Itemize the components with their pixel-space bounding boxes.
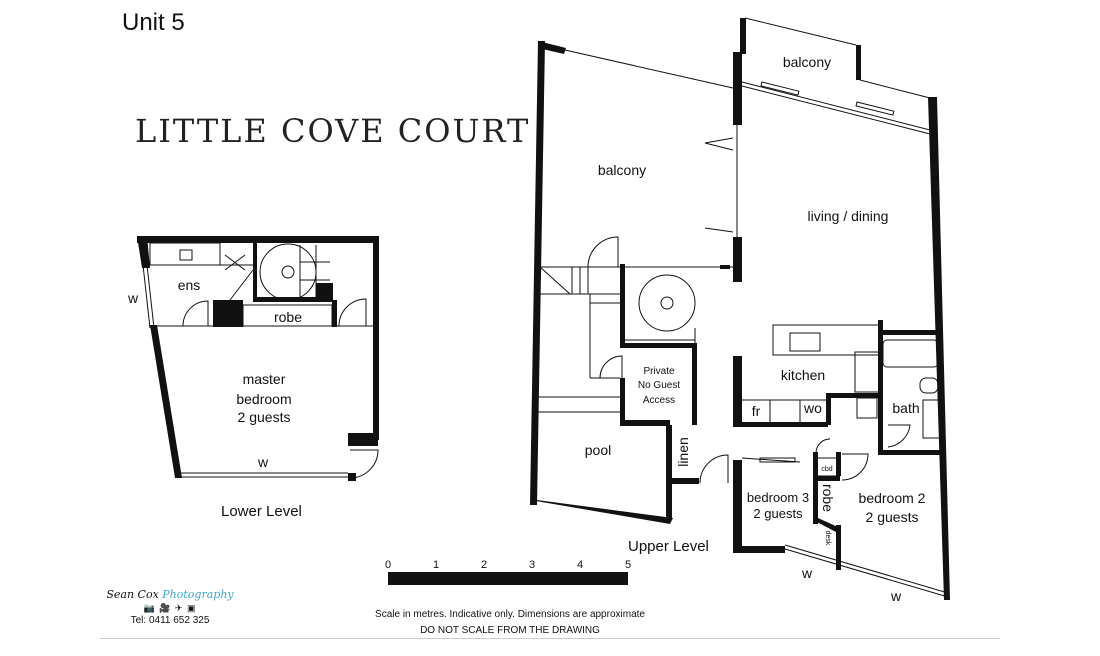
upper-level-label: Upper Level [628, 538, 709, 555]
room-master-2: bedroom [236, 391, 291, 407]
room-robe-lower: robe [274, 309, 302, 325]
room-desk: desk [824, 531, 831, 546]
phone-number: Tel: 0411 652 325 [130, 615, 210, 626]
room-bath: bath [892, 400, 919, 416]
room-balcony-top: balcony [783, 54, 831, 70]
lower-level-label: Lower Level [221, 503, 302, 520]
private-line-3: Access [643, 395, 675, 406]
room-pool: pool [585, 442, 611, 458]
room-bedroom2-1: bedroom 2 [859, 490, 926, 506]
room-robe-upper: robe [820, 484, 836, 512]
room-wall-oven: wo [803, 400, 822, 416]
scale-tick: 4 [577, 559, 583, 571]
room-cbd-upper: cbd [821, 466, 832, 473]
room-master-3: 2 guests [238, 409, 291, 425]
unit-title: Unit 5 [122, 9, 185, 36]
room-kitchen: kitchen [781, 367, 825, 383]
room-ens: ens [178, 277, 201, 293]
room-bedroom3-2: 2 guests [753, 506, 803, 521]
scale-tick: 1 [433, 559, 439, 571]
room-balcony-main: balcony [598, 162, 646, 178]
private-line-2: No Guest [638, 380, 680, 391]
logo-camera-icons: 📷 🎥 ✈ ▣ [143, 603, 197, 613]
scale-warning: DO NOT SCALE FROM THE DRAWING [420, 625, 600, 636]
scale-note: Scale in metres. Indicative only. Dimens… [375, 609, 645, 620]
property-name: LITTLE COVE COURT [135, 112, 531, 150]
private-line-1: Private [643, 366, 675, 377]
room-bedroom2-2: 2 guests [866, 509, 919, 525]
room-master-1: master [243, 371, 286, 387]
room-bedroom3-1: bedroom 3 [747, 490, 809, 505]
window-label: w [890, 588, 902, 604]
window-label: w [257, 454, 269, 470]
scale-tick: 2 [481, 559, 487, 571]
walls [137, 18, 950, 600]
scale-tick: 3 [529, 559, 535, 571]
scale-tick: 5 [625, 559, 631, 571]
scale-tick: 0 [385, 559, 391, 571]
room-linen: linen [675, 437, 691, 467]
scale-ticks: 0 1 2 3 4 5 [385, 559, 631, 571]
photographer-logo: Sean Cox Photography 📷 🎥 ✈ ▣ Tel: 0411 6… [105, 588, 235, 626]
footer-divider [100, 638, 1000, 639]
logo-name: Sean Cox [106, 588, 159, 601]
window-label: w [801, 565, 813, 581]
room-cbd-lower: cbd [319, 290, 330, 297]
window-label: w [127, 290, 139, 306]
room-fridge: fr [752, 403, 761, 419]
logo-script: Photography [162, 588, 234, 601]
room-living-dining: living / dining [808, 208, 889, 224]
